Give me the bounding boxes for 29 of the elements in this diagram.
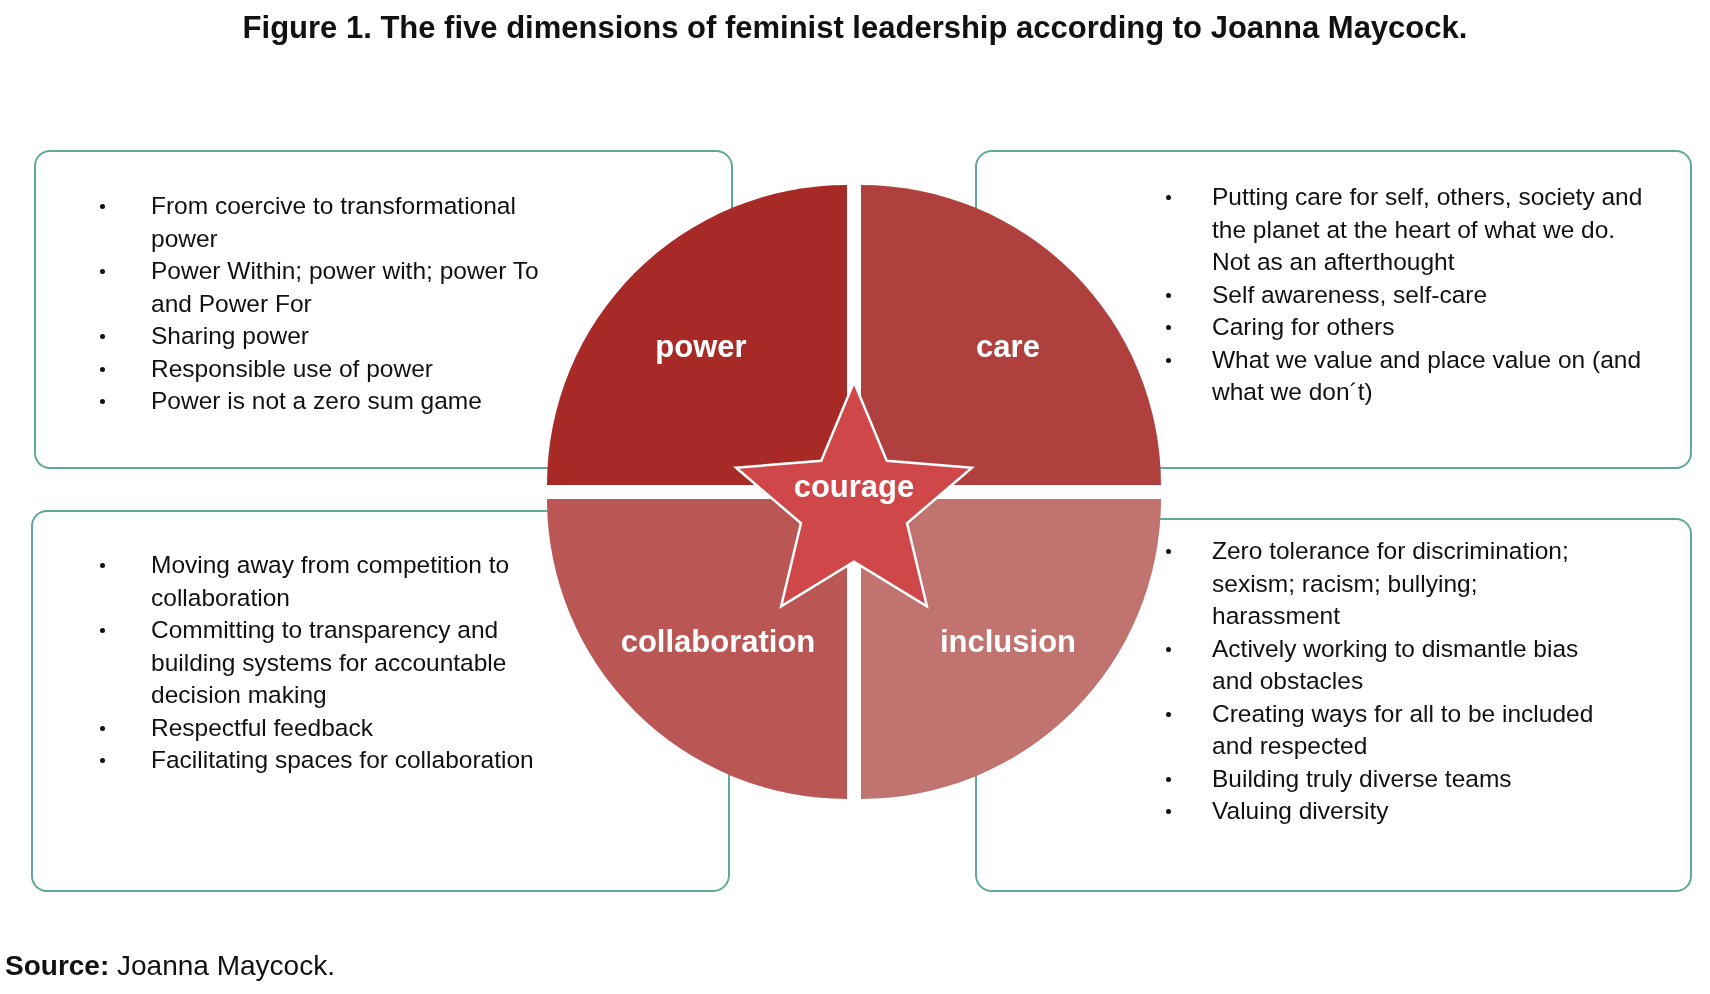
bullet-point-text: Building truly diverse teams (1212, 763, 1513, 794)
star-label: courage (793, 469, 915, 505)
bullet-point-text: Caring for others (1212, 312, 1396, 342)
text-card (34, 150, 547, 469)
segment-label: power (655, 329, 747, 365)
bullet-point-text: Moving away from competition to collaboration (151, 550, 511, 613)
bullet-point-text: Valuing diversity (1212, 796, 1390, 826)
segment-label: inclusion (939, 624, 1077, 660)
bullet-point-text: Power is not a zero sum game (151, 386, 483, 416)
bullet-point-text: Power Within; power with; power To and Power For (151, 256, 540, 319)
bullet-point-text: Sharing power (151, 321, 310, 351)
bullet-point-text: Putting care for self, others, society and the planet at the heart of what we do. Not as an afterthought (1212, 182, 1644, 277)
bullet-point-text: Creating ways for all to be included and respected (1212, 698, 1595, 761)
source-caption: Source: Joanna Maycock. (5, 950, 335, 982)
text-card (1161, 518, 1692, 892)
bullet-point-text: Facilitating spaces for collaboration (151, 745, 535, 775)
segment-label: collaboration (620, 624, 816, 660)
bullet-point-text: From coercive to transformational power (151, 191, 517, 254)
bullet-point-text: Committing to transparency and building systems for accountable decision making (151, 615, 508, 710)
bullet-point-text: Respectful feedback (151, 712, 374, 743)
figure-title: Figure 1. The five dimensions of feminist leadership according to Joanna Maycock. (241, 10, 1469, 46)
text-card (31, 510, 547, 892)
bullet-point-text: Actively working to dismantle bias and obstacles (1212, 633, 1580, 696)
bullet-point-text: Zero tolerance for discrimination; sexism; racism; bullying; harassment (1212, 536, 1570, 631)
bullet-point-text: Responsible use of power (151, 353, 434, 384)
segment-label: care (976, 329, 1040, 365)
text-card (1161, 150, 1692, 469)
bullet-point-text: What we value and place value on (and what we don´t) (1212, 344, 1643, 407)
bullet-point-text: Self awareness, self-care (1212, 279, 1489, 310)
